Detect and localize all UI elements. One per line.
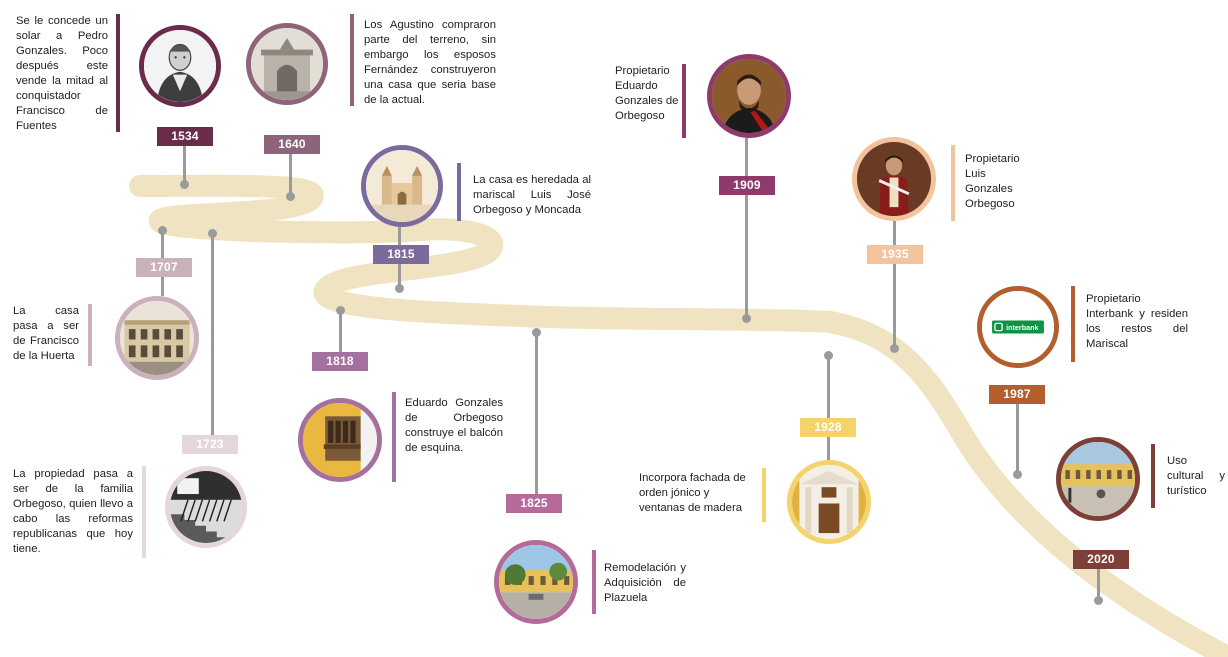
cultural-courtyard-icon bbox=[1056, 437, 1140, 521]
year-label-1818: 1818 bbox=[312, 352, 368, 371]
accent-bar-1987 bbox=[1071, 286, 1075, 362]
timeline-stem-1935 bbox=[893, 264, 896, 348]
accent-bar-1707 bbox=[88, 304, 92, 366]
timeline-stem-1815 bbox=[398, 227, 401, 245]
accent-bar-1825 bbox=[592, 550, 596, 614]
timeline-stem-1928 bbox=[827, 437, 830, 460]
accent-bar-1723 bbox=[142, 466, 146, 558]
timeline-dot-1928 bbox=[824, 351, 833, 360]
event-description-1818: Eduardo Gonzales de Orbegoso construye e… bbox=[405, 396, 503, 456]
timeline-stem-1928 bbox=[827, 355, 830, 418]
timeline-dot-1818 bbox=[336, 306, 345, 315]
event-description-1935: Propietario Luis Gonzales Orbegoso bbox=[965, 152, 1029, 212]
timeline-dot-1909 bbox=[742, 314, 751, 323]
event-description-1707: La casa pasa a ser de Francisco de la Hu… bbox=[13, 304, 79, 364]
event-description-2020: Uso cultural y turístico bbox=[1167, 454, 1225, 499]
timeline-dot-1723 bbox=[208, 229, 217, 238]
cathedral-icon bbox=[361, 145, 443, 227]
year-label-1909: 1909 bbox=[719, 176, 775, 195]
year-label-1928: 1928 bbox=[800, 418, 856, 437]
accent-bar-1534 bbox=[116, 14, 120, 132]
timeline-stem-1909 bbox=[745, 195, 748, 318]
timeline-stem-1640 bbox=[289, 154, 292, 196]
timeline-stem-1723 bbox=[211, 233, 214, 435]
year-label-2020: 2020 bbox=[1073, 550, 1129, 569]
year-label-1707: 1707 bbox=[136, 258, 192, 277]
accent-bar-1815 bbox=[457, 163, 461, 221]
accent-bar-1935 bbox=[951, 145, 955, 221]
timeline-dot-1534 bbox=[180, 180, 189, 189]
year-label-1534: 1534 bbox=[157, 127, 213, 146]
military-portrait-icon bbox=[852, 137, 936, 221]
accent-bar-1818 bbox=[392, 392, 396, 482]
colonial-house-icon bbox=[115, 296, 199, 380]
timeline-dot-1987 bbox=[1013, 470, 1022, 479]
svg-text:interbank: interbank bbox=[1006, 323, 1038, 332]
timeline-stem-1987 bbox=[1016, 404, 1019, 474]
event-description-1909: Propietario Eduardo Gonzales de Orbegoso bbox=[615, 64, 679, 124]
plaza-icon bbox=[494, 540, 578, 624]
timeline-stem-1534 bbox=[183, 146, 186, 184]
timeline-dot-1935 bbox=[890, 344, 899, 353]
year-label-1935: 1935 bbox=[867, 245, 923, 264]
event-description-1825: Remodelación y Adquisición de Plazuela bbox=[604, 561, 686, 606]
timeline-dot-2020 bbox=[1094, 596, 1103, 605]
courtyard-staircase-icon bbox=[165, 466, 247, 548]
event-description-1723: La propiedad pasa a ser de la familia Or… bbox=[13, 467, 133, 557]
year-label-1723: 1723 bbox=[182, 435, 238, 454]
year-label-1815: 1815 bbox=[373, 245, 429, 264]
interbank-logo-icon: interbank bbox=[977, 286, 1059, 368]
timeline-stem-1825 bbox=[535, 332, 538, 494]
timeline-stem-1935 bbox=[893, 221, 896, 245]
colonial-arch-icon bbox=[246, 23, 328, 105]
accent-bar-2020 bbox=[1151, 444, 1155, 508]
timeline-stem-1909 bbox=[745, 138, 748, 176]
timeline-stem-1818 bbox=[339, 310, 342, 352]
portrait-engraving-icon bbox=[139, 25, 221, 107]
portrait-painting-icon bbox=[707, 54, 791, 138]
timeline-dot-1640 bbox=[286, 192, 295, 201]
timeline-dot-1707 bbox=[158, 226, 167, 235]
event-description-1534: Se le concede un solar a Pedro Gonzales.… bbox=[16, 14, 108, 134]
corner-balcony-icon bbox=[298, 398, 382, 482]
accent-bar-1909 bbox=[682, 64, 686, 138]
accent-bar-1928 bbox=[762, 468, 766, 522]
year-label-1825: 1825 bbox=[506, 494, 562, 513]
year-label-1987: 1987 bbox=[989, 385, 1045, 404]
timeline-dot-1825 bbox=[532, 328, 541, 337]
ionic-facade-icon bbox=[787, 460, 871, 544]
year-label-1640: 1640 bbox=[264, 135, 320, 154]
event-description-1815: La casa es heredada al mariscal Luis Jos… bbox=[473, 173, 591, 218]
event-description-1640: Los Agustino compraron parte del terreno… bbox=[364, 18, 496, 108]
event-description-1928: Incorpora fachada de orden jónico y vent… bbox=[639, 471, 757, 516]
accent-bar-1640 bbox=[350, 14, 354, 106]
event-description-1987: Propietario Interbank y residen los rest… bbox=[1086, 292, 1188, 352]
timeline-dot-1815 bbox=[395, 284, 404, 293]
